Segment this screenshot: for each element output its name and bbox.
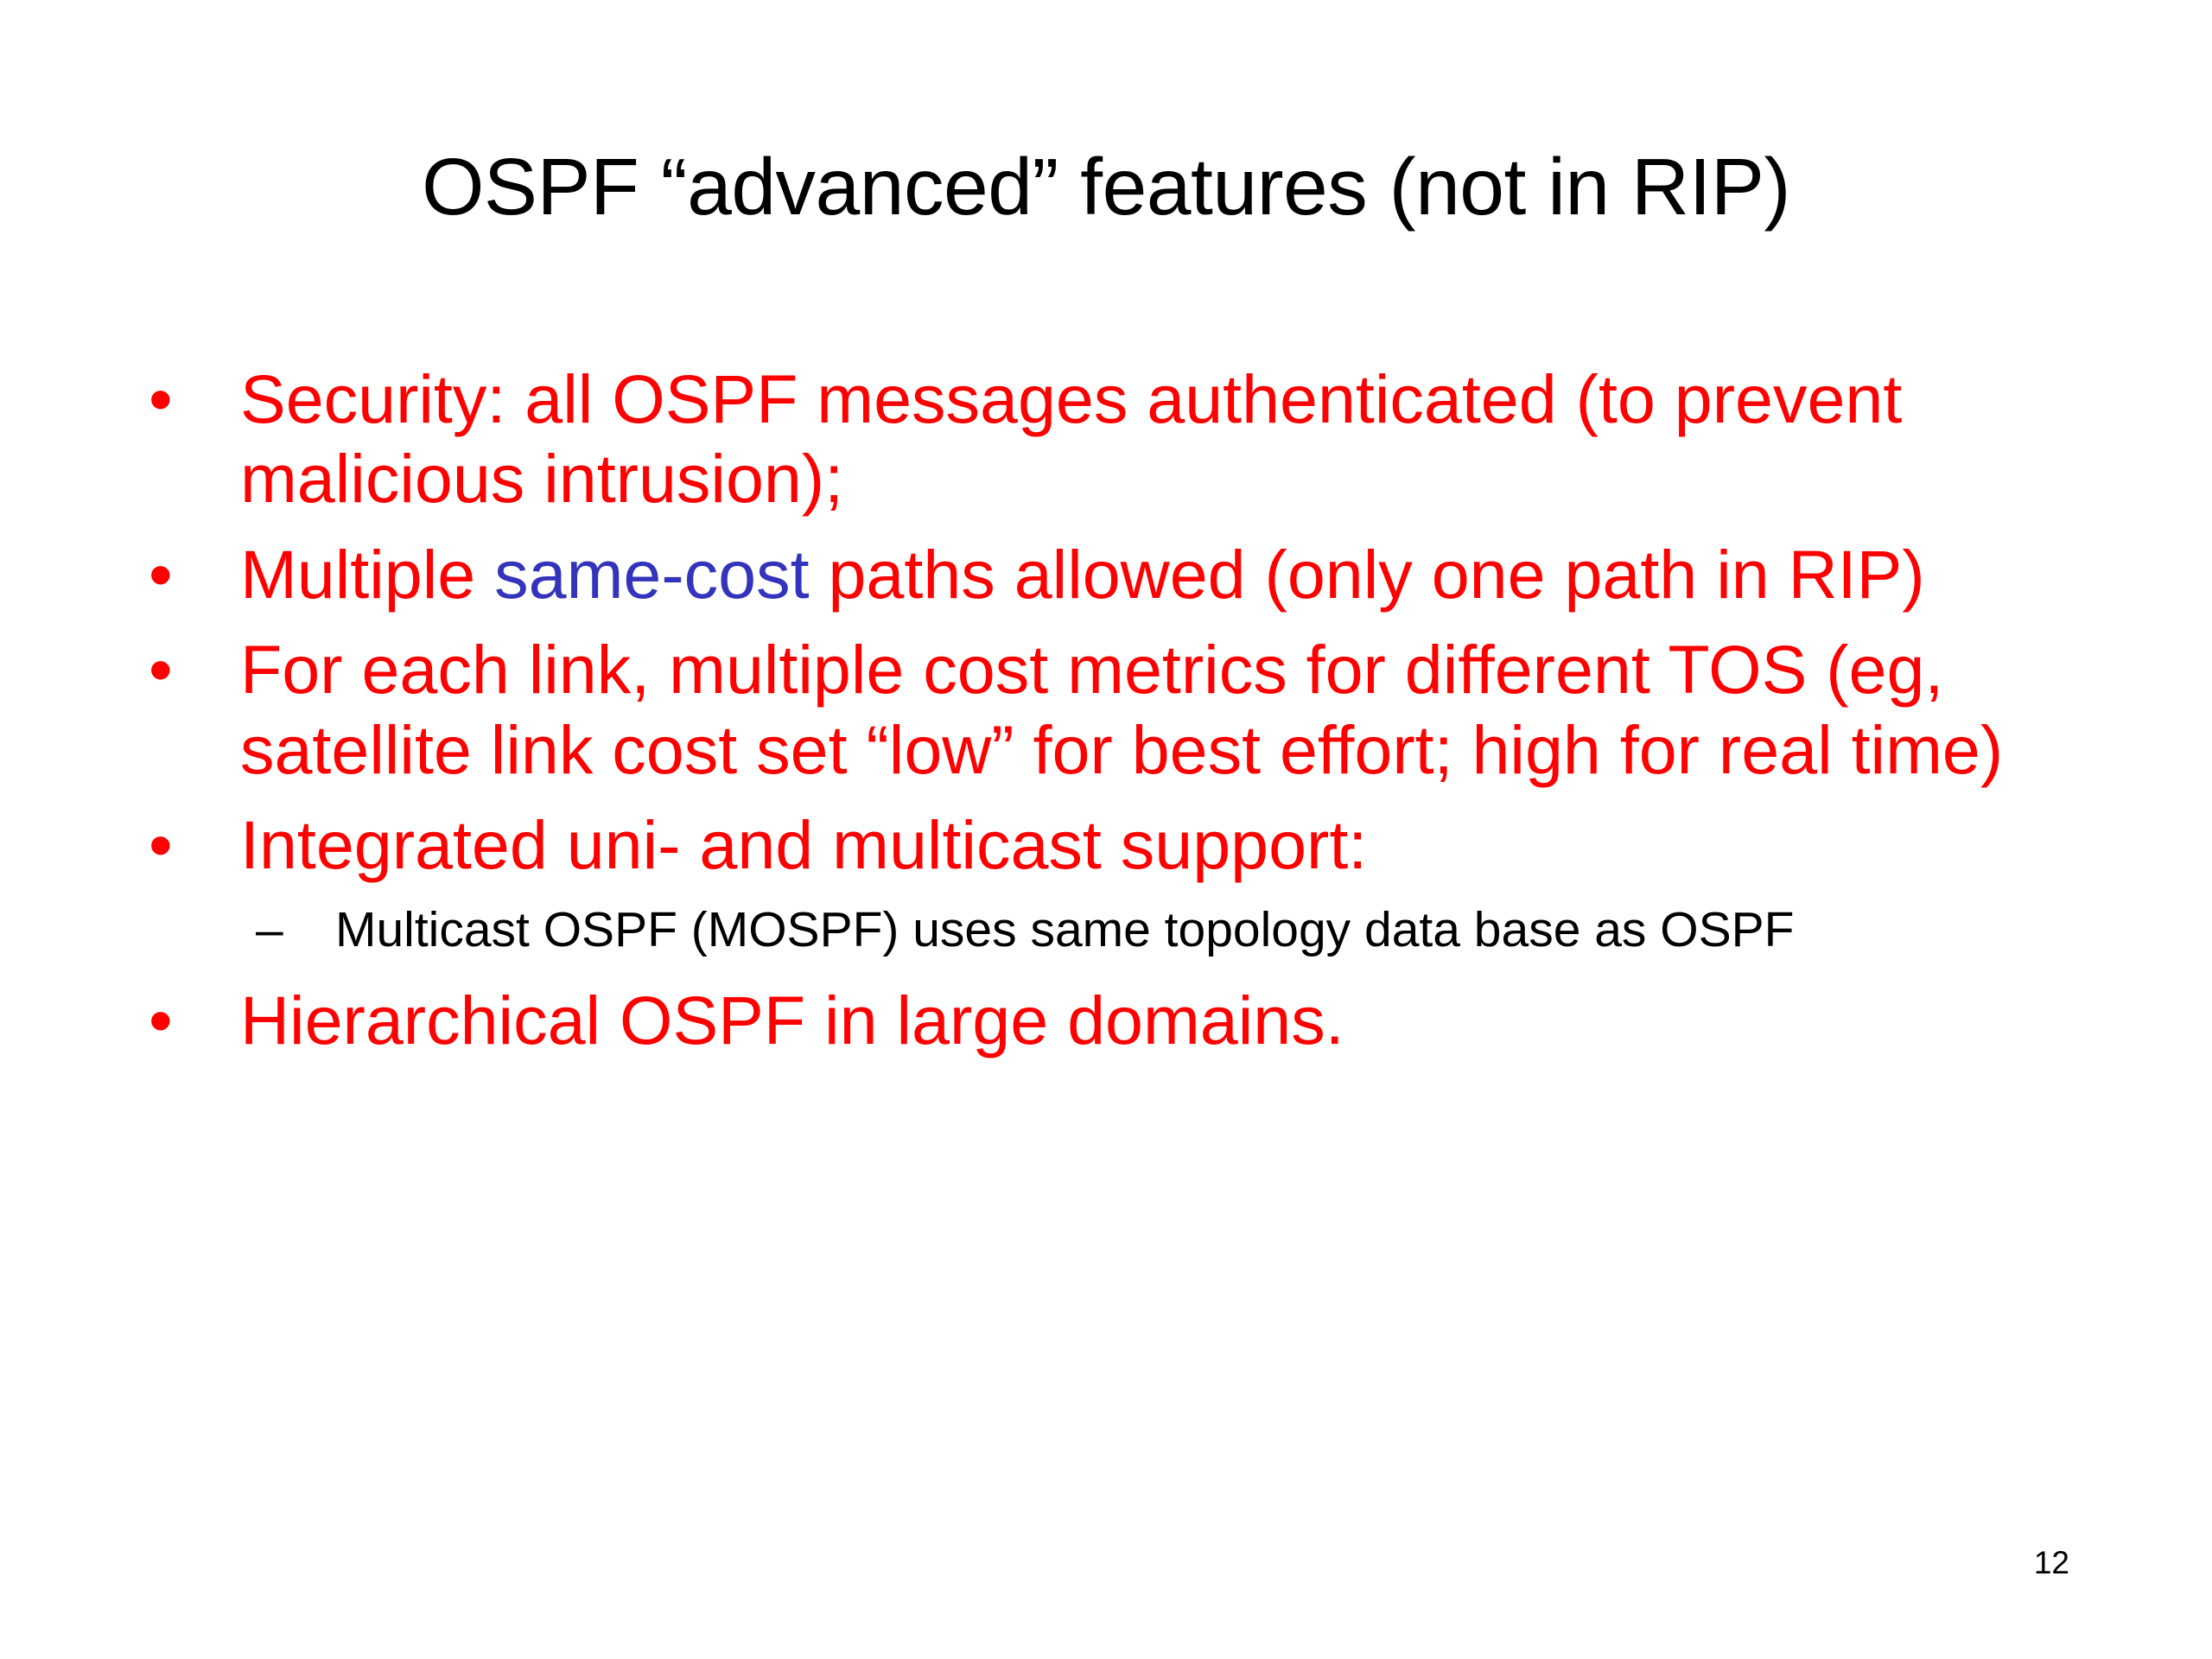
bullet-dot-icon: •: [149, 631, 173, 709]
page-number: 12: [2033, 1545, 2069, 1580]
list-item: • For each link, multiple cost metrics f…: [0, 630, 2212, 790]
bullet-dot-icon: •: [149, 982, 173, 1059]
bullet-dot-icon: •: [149, 535, 173, 613]
list-item-text-after: paths allowed (only one path in RIP): [809, 535, 1925, 613]
list-item-text: For each link, multiple cost metrics for…: [240, 631, 2004, 788]
list-item: • Hierarchical OSPF in large domains.: [0, 981, 2212, 1060]
list-item-text: Integrated uni- and multicast support:: [240, 806, 1368, 884]
list-item-text-before: Multiple: [240, 535, 495, 613]
bullet-list: • Security: all OSPF messages authentica…: [0, 359, 2212, 1077]
list-item: • Integrated uni- and multicast support:: [0, 805, 2212, 885]
sub-list-item: – Multicast OSPF (MOSPF) uses same topol…: [0, 901, 2212, 959]
sub-list-item-text: Multicast OSPF (MOSPF) uses same topolog…: [335, 901, 1795, 957]
list-item: • Multiple same-cost paths allowed (only…: [0, 535, 2212, 614]
list-item: • Security: all OSPF messages authentica…: [0, 359, 2212, 519]
bullet-dot-icon: •: [149, 806, 173, 884]
page-title: OSPF “advanced” features (not in RIP): [422, 142, 1790, 232]
list-item-text: Multiple same-cost paths allowed (only o…: [240, 535, 2108, 614]
list-item-text-highlight: same-cost: [494, 535, 810, 613]
bullet-dash-icon: –: [256, 901, 283, 957]
list-item-text: Hierarchical OSPF in large domains.: [240, 982, 1344, 1059]
list-item-text: Security: all OSPF messages authenticate…: [240, 360, 1903, 518]
bullet-dot-icon: •: [149, 360, 173, 437]
